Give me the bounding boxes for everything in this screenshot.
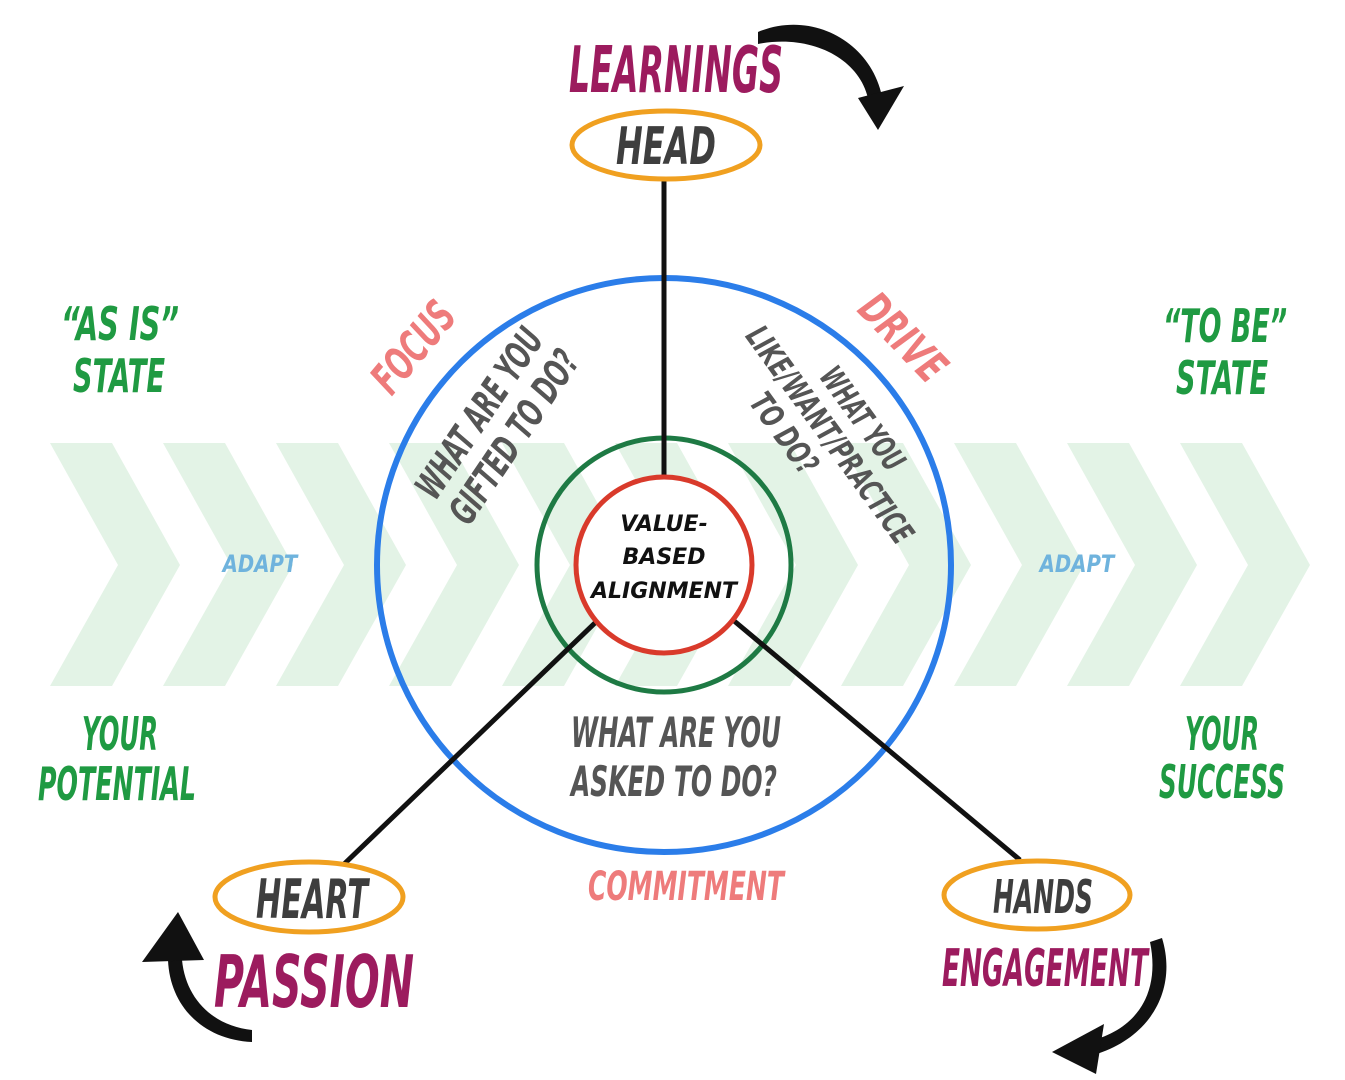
hands-node-label: HANDS (993, 870, 1093, 924)
chevron-shape (1180, 443, 1310, 686)
question-asked-line-1: WHAT ARE YOU (571, 708, 781, 757)
inner-circle (573, 474, 755, 656)
chevron-shape (728, 443, 858, 686)
spoke-heart (338, 618, 600, 870)
spoke-hands (731, 618, 1022, 862)
heart-node-ring (212, 859, 406, 935)
head-node-label: HEAD (616, 117, 716, 177)
drive-label: DRIVE (848, 283, 957, 393)
learnings-label: LEARNINGS (569, 34, 783, 108)
focus-label: FOCUS (361, 291, 467, 403)
success-line-2: SUCCESS (1159, 755, 1285, 809)
to-be-line-2: STATE (1176, 351, 1268, 405)
question-asked: WHAT ARE YOU ASKED TO DO? (569, 708, 781, 806)
chevron-shape (841, 443, 971, 686)
center-line-2: BASED (623, 545, 706, 570)
as-is-state: “AS IS” STATE (61, 297, 179, 403)
curved-arrow-left-icon (142, 912, 252, 1042)
chevron-shape (1067, 443, 1197, 686)
to-be-line-1: “TO BE” (1163, 299, 1287, 353)
question-asked-line-2: ASKED TO DO? (569, 757, 777, 806)
success-line-1: YOUR (1185, 707, 1259, 761)
commitment-label: COMMITMENT (588, 864, 786, 910)
adapt-label-left: ADAPT (221, 551, 299, 578)
head-node-ring (569, 108, 763, 182)
your-success: YOUR SUCCESS (1159, 707, 1285, 809)
to-be-state: “TO BE” STATE (1163, 299, 1287, 405)
center-label: VALUE- BASED ALIGNMENT (589, 512, 739, 604)
engagement-label: ENGAGEMENT (942, 939, 1150, 999)
hands-node-ring (941, 858, 1133, 932)
potential-line-2: POTENTIAL (38, 757, 196, 811)
center-line-1: VALUE- (620, 512, 707, 537)
curved-arrow-top-icon (758, 24, 904, 130)
as-is-line-2: STATE (73, 349, 165, 403)
as-is-line-1: “AS IS” (61, 297, 179, 351)
chevron-shape (50, 443, 180, 686)
chevron-shape (954, 443, 1084, 686)
potential-line-1: YOUR (82, 707, 158, 761)
your-potential: YOUR POTENTIAL (38, 707, 196, 811)
chevron-shape (163, 443, 293, 686)
center-line-3: ALIGNMENT (589, 579, 739, 604)
passion-label: PASSION (214, 940, 414, 1024)
curved-arrow-right-icon (1052, 938, 1167, 1074)
chevron-shape (389, 443, 519, 686)
adapt-label-right: ADAPT (1038, 551, 1116, 578)
heart-node-label: HEART (256, 868, 370, 931)
